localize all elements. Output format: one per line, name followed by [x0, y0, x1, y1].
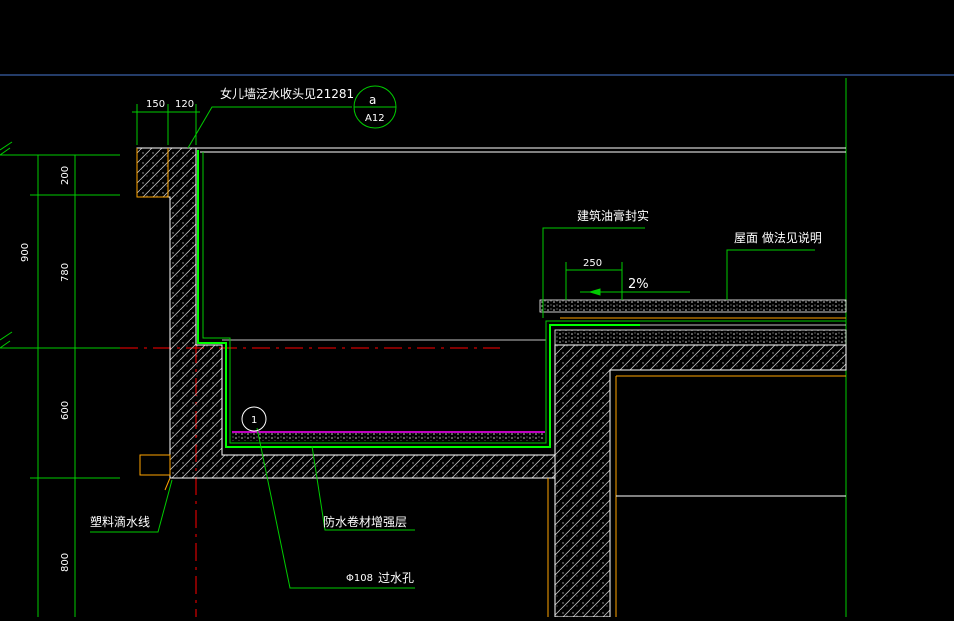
callout-letter: a	[369, 93, 376, 107]
top-dimension	[132, 104, 200, 145]
label-asphalt-seal: 建筑油膏封实	[577, 208, 649, 223]
gutter-bottom-gravel	[232, 433, 544, 441]
weep-hole-number: 1	[251, 415, 257, 426]
dim-top-120: 120	[175, 99, 194, 110]
leader-lines	[90, 106, 815, 589]
roof-finish-layer	[554, 329, 847, 346]
parapet-cap	[136, 148, 169, 198]
label-drip-line: 塑料滴水线	[90, 514, 150, 529]
dim-v200: 200	[60, 166, 71, 185]
waterproof-layer-inner	[202, 152, 846, 444]
slope-length: 250	[583, 258, 602, 269]
dim-v600: 600	[60, 401, 71, 420]
detail-callout: a A12	[353, 85, 397, 129]
waterproof-layer	[197, 150, 640, 448]
dim-v900: 900	[20, 243, 31, 262]
label-roof-note: 屋面 做法见说明	[734, 230, 822, 245]
parapet-concrete	[136, 147, 556, 479]
dim-v800: 800	[60, 553, 71, 572]
vertical-dimensions	[0, 141, 120, 617]
slope-value: 2%	[628, 277, 649, 292]
dim-top-150: 150	[146, 99, 165, 110]
roof-screed-layer	[539, 299, 847, 313]
weep-hole-marker	[241, 406, 267, 432]
slope-indicator	[565, 262, 690, 300]
roof-slab	[554, 344, 847, 618]
label-weep-hole: 过水孔	[378, 571, 414, 585]
label-membrane-layer: 防水卷材增强层	[323, 514, 407, 529]
callout-sheet: A12	[365, 113, 385, 124]
drip-pipe	[139, 454, 171, 476]
label-weep-dia: Φ108	[346, 573, 373, 584]
dim-v780: 780	[60, 263, 71, 282]
label-parapet-flashing: 女儿墙泛水收头见21281	[220, 86, 354, 101]
